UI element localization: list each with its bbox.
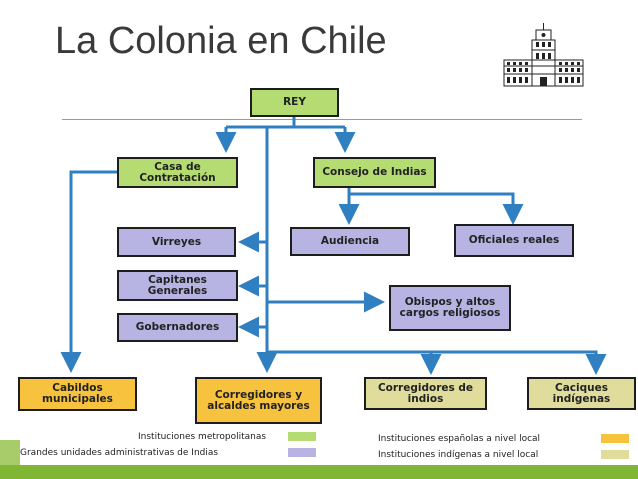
box-capitanes-generales: Capitanes Generales	[117, 270, 238, 301]
box-obispos: Obispos y altos cargos religiosos	[389, 285, 511, 331]
box-audiencia: Audiencia	[290, 227, 410, 256]
box-caciques: Caciques indígenas	[527, 377, 636, 410]
box-virreyes: Virreyes	[117, 227, 236, 257]
box-corregidores-indios: Corregidores de indios	[364, 377, 487, 410]
box-consejo-indias: Consejo de Indias	[313, 157, 436, 188]
legend-right: Instituciones españolas a nivel local In…	[333, 427, 636, 465]
legend-item-administrativas: Grandes unidades administrativas de Indi…	[20, 446, 218, 459]
box-corregidores-alcaldes: Corregidores y alcaldes mayores	[195, 377, 322, 424]
box-rey: REY	[250, 88, 339, 117]
legend-item-metropolitanas: Instituciones metropolitanas	[138, 430, 266, 443]
government-palace-icon	[503, 23, 584, 87]
title-divider	[62, 119, 582, 120]
legend-swatch-administrativas	[288, 448, 316, 457]
legend-swatch-indigenas-local	[601, 450, 629, 459]
legend-label-metropolitanas: Instituciones metropolitanas	[138, 431, 267, 442]
page-title: La Colonia en Chile	[55, 20, 387, 62]
legend-left: Instituciones metropolitanas Grandes uni…	[20, 427, 320, 465]
footer-green-bar	[0, 465, 638, 479]
box-gobernadores: Gobernadores	[117, 313, 238, 342]
box-oficiales-reales: Oficiales reales	[454, 224, 574, 257]
legend-swatch-espanolas-local	[601, 434, 629, 443]
box-cabildos: Cabildos municipales	[18, 377, 137, 411]
legend-label-administrativas: Grandes unidades administrativas de Indi…	[20, 447, 219, 458]
legend-label-espanolas-local: Instituciones españolas a nivel local	[378, 433, 541, 444]
legend-label-indigenas-local: Instituciones indígenas a nivel local	[378, 449, 539, 460]
legend-item-espanolas-local: Instituciones españolas a nivel local	[378, 432, 540, 445]
legend-swatch-metropolitanas	[288, 432, 316, 441]
legend-item-indigenas-local: Instituciones indígenas a nivel local	[378, 448, 538, 461]
decorative-green-block	[0, 440, 20, 465]
box-casa-contratacion: Casa de Contratación	[117, 157, 238, 188]
